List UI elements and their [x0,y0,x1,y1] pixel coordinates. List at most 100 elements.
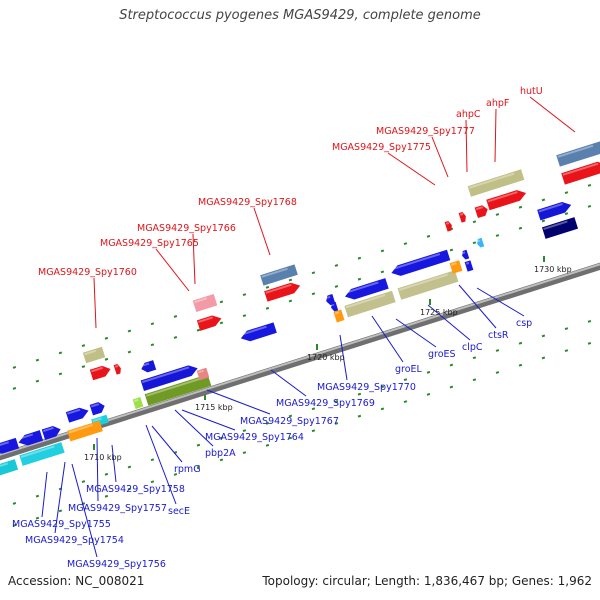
gene-arrow-body [556,141,600,167]
tick-mark [380,249,385,253]
gene-arrow-body [333,309,345,323]
gene-label-bottom: MGAS9429_Spy1764 [205,432,304,443]
gene-arrow [240,322,277,342]
gene-arrow [344,290,396,318]
gene-label-bottom: csp [516,318,532,329]
tick-mark [12,502,17,505]
gene-arrow-shine [91,366,104,373]
gene-arrow-shine [487,191,518,203]
gene-arrow [333,309,345,323]
tick-mark [403,400,408,404]
tick-mark [265,285,270,289]
gene-arrow-body [192,293,218,313]
kbp-label: 1730 kbp [534,265,572,274]
gene-arrow-shine [84,349,97,356]
gene-arrow [144,374,212,406]
tick-mark [58,372,63,376]
tick-mark [35,494,40,498]
gene-label-bottom: groES [428,349,456,360]
label-leader-bottom [54,461,66,534]
tick-mark [12,524,17,527]
tick-mark [334,422,339,425]
gene-arrow [41,425,61,440]
gene-label-top: MGAS9429_Spy1777 [376,126,475,137]
tick-mark [219,436,224,440]
gene-arrow-shine [68,423,93,434]
tick-mark [150,480,155,484]
gene-label-top: MGAS9429_Spy1768 [198,197,297,208]
gene-label-bottom: pbp2A [205,448,236,459]
gene-arrow-body [344,290,396,318]
gene-label-top: ahpC [456,109,481,120]
gene-arrow-shine [325,295,331,299]
genome-info-text: Topology: circular; Length: 1,836,467 bp… [262,574,592,588]
gene-arrow-shine [90,403,100,408]
gene-label-bottom: MGAS9429_Spy1770 [317,382,416,393]
gene-arrow-body [486,190,527,211]
tick-mark [150,322,155,326]
gene-arrow [260,264,298,286]
map-title: Streptococcus pyogenes MGAS9429, complet… [119,8,481,23]
gene-arrow-shine [265,283,292,294]
tick-mark [311,407,316,411]
tick-mark [173,473,178,476]
gene-label-top: MGAS9429_Spy1775 [332,142,431,153]
gene-arrow-shine [390,253,441,271]
tick-mark [104,357,109,361]
tick-mark [495,234,500,237]
tick-mark [541,356,546,360]
tick-mark [380,407,385,411]
gene-arrow [196,315,222,331]
gene-arrow-body [89,402,105,416]
gene-arrow-body [449,260,463,274]
gene-arrow-shine [92,417,102,423]
gene-arrow-shine [197,369,204,374]
tick-mark [196,328,201,332]
gene-arrow-body [326,294,336,306]
gene-label-top: ahpF [486,98,509,109]
tick-mark [334,285,339,288]
gene-arrow-shine [18,433,34,440]
gene-arrow-shine [67,408,81,415]
tick-mark [173,315,178,318]
gene-arrow-shine [475,206,483,211]
gene-label-bottom: MGAS9429_Spy1769 [276,398,375,409]
tick-mark [472,220,477,224]
gene-arrow-body [467,169,525,197]
gene-label-bottom: ctsR [488,330,509,341]
gene-arrow-body [474,205,488,219]
label-leader-top [529,96,576,133]
tick-mark [219,321,224,325]
tick-mark [173,336,178,339]
gene-arrow-body [67,420,103,442]
gene-arrow-shine [477,239,481,243]
label-leader-bottom [371,315,404,363]
gene-arrow-body [65,407,89,423]
tick-mark [587,183,592,187]
tick-mark [334,264,339,267]
gene-arrow-body [458,211,466,223]
accession-text: Accession: NC_008021 [8,574,145,588]
gene-arrow [467,169,525,197]
gene-arrow-shine [450,262,457,266]
label-leader-bottom [71,463,98,558]
gene-arrow [89,365,111,381]
tick-mark [104,336,109,340]
gene-arrow [196,367,210,381]
tick-mark [587,341,592,345]
label-leader-bottom [395,318,437,348]
tick-mark [288,299,293,303]
tick-mark [265,306,270,310]
gene-arrow-body [113,363,121,375]
gene-arrow [141,360,157,373]
tick-mark [265,443,270,447]
tick-mark [426,234,431,238]
label-leader-top [93,277,97,329]
gene-arrow-body [397,270,459,300]
gene-arrow [541,217,579,239]
label-leader-bottom [181,409,236,431]
gene-arrow-body [0,459,19,477]
label-leader-bottom [41,471,48,518]
